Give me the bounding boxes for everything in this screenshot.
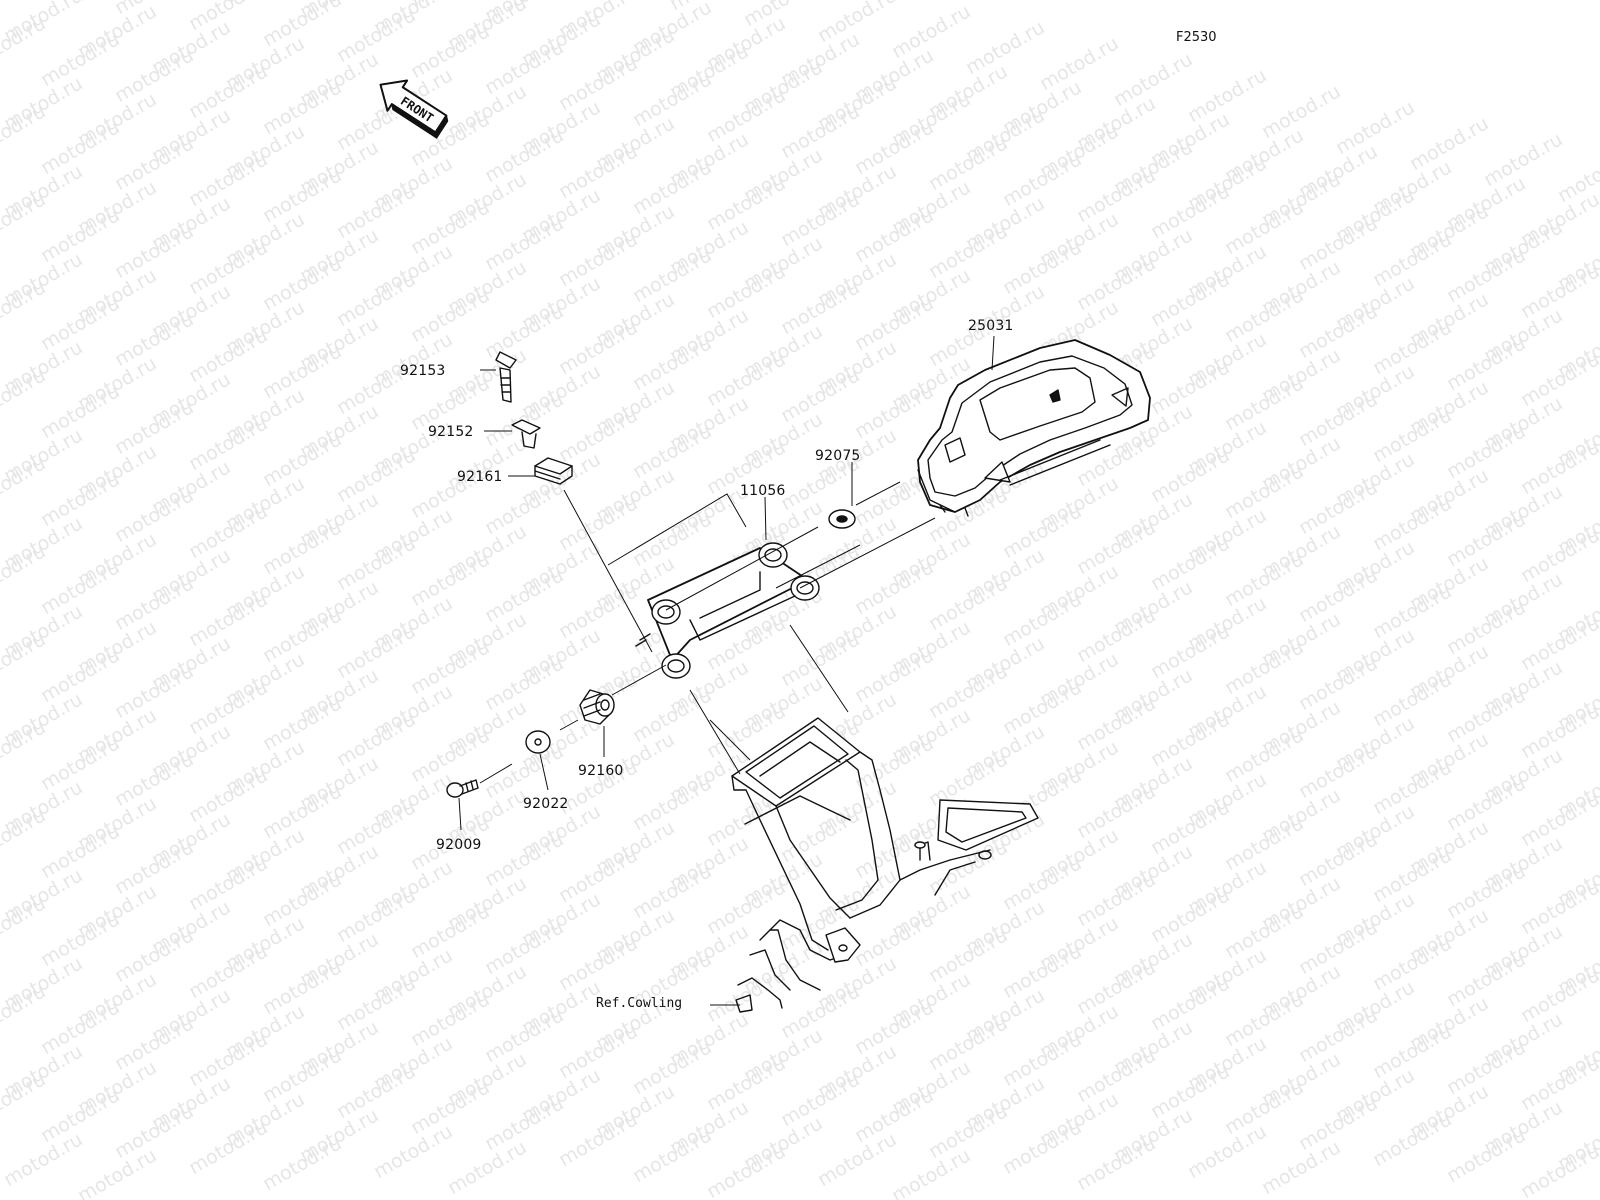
screw-92009-drawing xyxy=(446,779,479,798)
part-label-25031: 25031 xyxy=(968,318,1014,334)
washer-92022-drawing xyxy=(525,730,551,754)
damper-grommet-92160-drawing xyxy=(579,689,615,725)
part-label-92161: 92161 xyxy=(457,469,503,485)
collar-92152-drawing xyxy=(511,419,541,449)
leader-lines xyxy=(458,335,995,1006)
part-label-92152: 92152 xyxy=(428,424,474,440)
part-label-92153: 92153 xyxy=(400,363,446,379)
part-label-92075: 92075 xyxy=(815,448,861,464)
figure-code: F2530 xyxy=(1176,30,1217,45)
part-label-92022: 92022 xyxy=(523,796,569,812)
front-arrow-icon: FRONT xyxy=(379,79,449,139)
damper-92075-drawing xyxy=(828,509,856,529)
frame-stay-drawing xyxy=(731,717,1039,1013)
bolt-92153-drawing xyxy=(495,351,517,403)
damper-pad-92161-drawing xyxy=(534,457,573,485)
ref-cowling-label: Ref.Cowling xyxy=(596,996,683,1011)
part-label-92160: 92160 xyxy=(578,763,624,779)
meter-assembly-drawing xyxy=(917,339,1151,517)
meter-bracket-11056-drawing xyxy=(635,542,820,679)
part-label-11056: 11056 xyxy=(740,483,786,499)
part-label-92009: 92009 xyxy=(436,837,482,853)
